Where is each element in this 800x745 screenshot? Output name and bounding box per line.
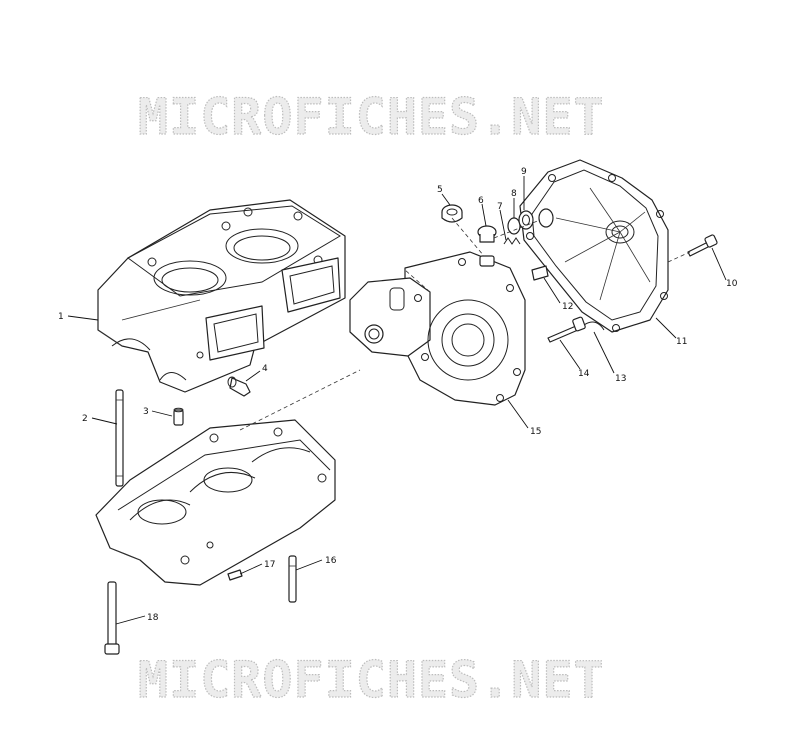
callout-15: 15 (530, 427, 541, 437)
callout-14: 14 (578, 369, 590, 379)
plug-icon (477, 225, 497, 243)
small-bolt-icon (227, 569, 243, 581)
leader-lines (67, 176, 727, 625)
callout-7: 7 (497, 202, 503, 212)
watermark-bottom: MICROFICHES.NET (138, 651, 605, 709)
callout-3: 3 (143, 407, 149, 417)
callout-18: 18 (147, 613, 159, 623)
callout-12: 12 (562, 302, 573, 312)
long-stud-icon (115, 389, 124, 487)
callout-11: 11 (676, 337, 687, 347)
callout-6: 6 (478, 196, 484, 206)
assembly-lines (239, 217, 691, 431)
cover-icon (519, 159, 669, 333)
pump-housing-icon (349, 251, 526, 406)
fitting-icon (227, 376, 251, 397)
spring-icon (503, 237, 521, 245)
stud-icon (288, 555, 297, 603)
cover-bolt-icon (687, 234, 718, 257)
lower-crankcase-icon (95, 419, 336, 586)
callout-labels: 1 2 3 4 5 6 7 8 9 10 11 12 13 14 15 16 1… (58, 167, 738, 623)
callout-4: 4 (262, 364, 268, 374)
callout-2: 2 (82, 414, 88, 424)
callout-17: 17 (264, 560, 275, 570)
callout-13: 13 (615, 374, 626, 384)
watermark-top: MICROFICHES.NET (138, 88, 605, 146)
long-bolt-icon (104, 581, 120, 655)
callout-8: 8 (511, 189, 517, 199)
callout-10: 10 (726, 279, 738, 289)
dowel-pin-icon (173, 407, 184, 426)
callout-16: 16 (325, 556, 337, 566)
callout-5: 5 (437, 185, 443, 195)
sleeve-icon (531, 265, 549, 281)
upper-crankcase-icon (97, 199, 346, 393)
callout-9: 9 (521, 167, 527, 177)
housing-bolt-icon (547, 316, 586, 343)
callout-1: 1 (58, 312, 64, 322)
cap-icon (441, 204, 463, 223)
